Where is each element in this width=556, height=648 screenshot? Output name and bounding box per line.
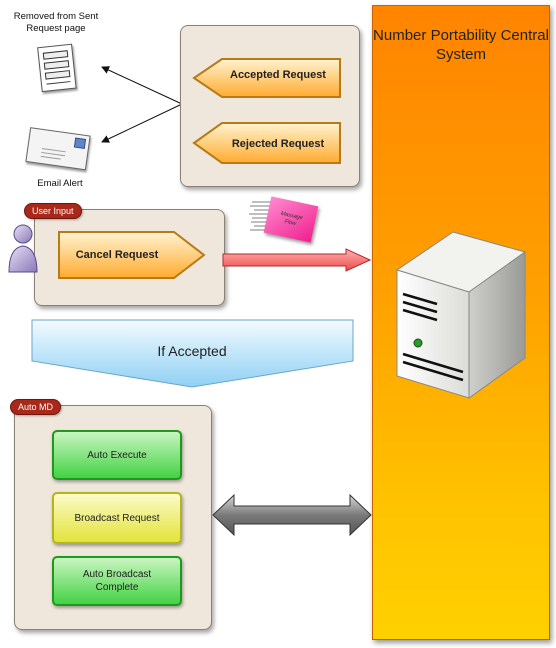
message-flow-label: Massage Flow [280, 210, 304, 227]
if-accepted-banner [31, 319, 354, 388]
auto-broadcast-complete-button[interactable]: Auto Broadcast Complete [52, 556, 182, 606]
broadcast-request-label: Broadcast Request [74, 512, 160, 524]
email-caption: Email Alert [37, 178, 83, 189]
red-arrow [222, 248, 372, 272]
cancel-request-label: Cancel Request [75, 249, 159, 261]
auto-execute-label: Auto Execute [87, 449, 147, 461]
rejected-request-shape[interactable] [192, 120, 344, 166]
central-system-title: Number Portability Central System [373, 27, 549, 63]
broadcast-request-button[interactable]: Broadcast Request [52, 492, 182, 544]
rejected-request-label: Rejected Request [231, 138, 325, 150]
server-icon [395, 231, 527, 399]
accepted-request-label: Accepted Request [230, 69, 326, 81]
auto-md-tag: Auto MD [10, 399, 62, 415]
double-arrow [212, 493, 372, 537]
if-accepted-label: If Accepted [157, 343, 227, 359]
accepted-request-shape[interactable] [192, 56, 344, 100]
document-icon [37, 43, 77, 93]
cancel-request-shape[interactable] [56, 229, 208, 281]
user-input-tag: User Input [24, 203, 82, 219]
envelope-icon [25, 127, 91, 171]
removed-caption: Removed from Sent Request page [13, 11, 99, 34]
arrow-to-document [101, 66, 183, 105]
auto-broadcast-complete-label: Auto Broadcast Complete [82, 569, 152, 593]
arrow-to-email [101, 103, 183, 143]
user-icon [8, 224, 38, 273]
auto-execute-button[interactable]: Auto Execute [52, 430, 182, 480]
